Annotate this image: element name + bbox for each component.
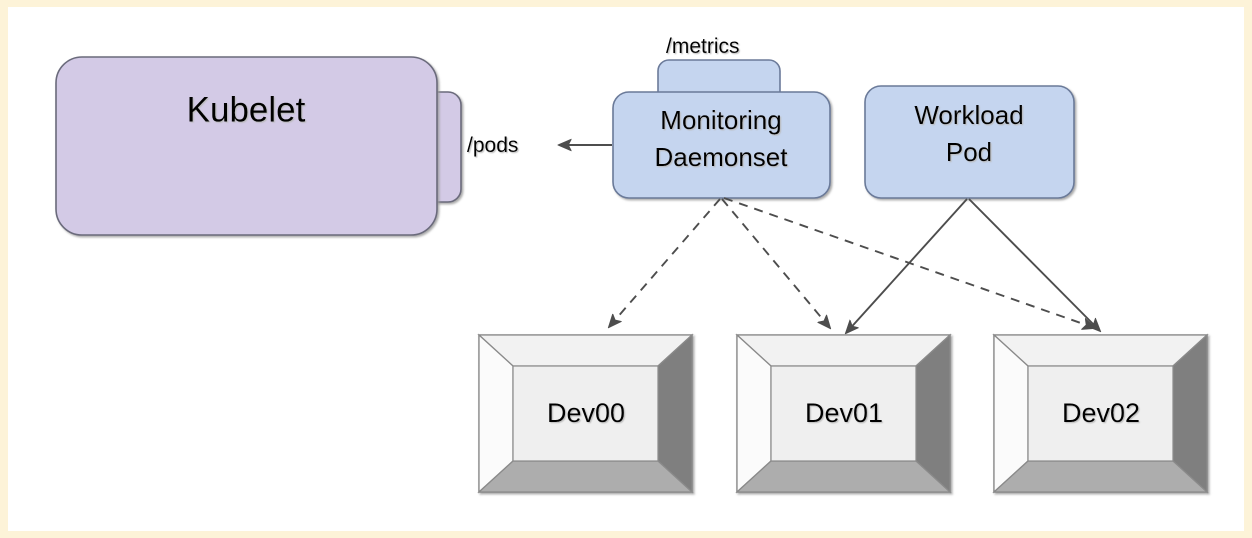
edge-workload-to-dev02: [968, 198, 1100, 331]
dev01-screen: [770, 365, 917, 462]
dev01-bevel-top: [735, 334, 952, 367]
edge-workload-to-dev01: [846, 198, 968, 333]
dev00-label: Dev00: [547, 398, 625, 428]
node-workload-pod[interactable]: Workload Pod: [864, 85, 1075, 199]
dev02-bevel-bottom: [992, 460, 1209, 493]
architecture-diagram: Kubelet /pods Monitoring Daemonset /metr…: [55, 35, 1209, 494]
pods-port-label: /pods: [467, 134, 518, 157]
dev02-label: Dev02: [1062, 398, 1140, 428]
node-kubelet[interactable]: Kubelet: [55, 56, 462, 236]
metrics-port-label: /metrics: [666, 35, 740, 58]
kubelet-body: [55, 56, 438, 236]
dev00-bevel-top: [477, 334, 694, 367]
dev02-screen: [1027, 365, 1174, 462]
node-monitoring-daemonset[interactable]: Monitoring Daemonset: [612, 59, 831, 199]
dev01-label: Dev01: [805, 398, 883, 428]
device-dev02[interactable]: Dev02: [992, 333, 1209, 494]
dev00-screen: [512, 365, 659, 462]
edge-daemonset-to-dev00: [609, 198, 721, 327]
dev00-bevel-bottom: [477, 460, 694, 493]
kubelet-label: Kubelet: [187, 90, 306, 129]
workload-pod-label-line1: Workload: [914, 100, 1023, 130]
dev01-bevel-bottom: [735, 460, 952, 493]
dev02-bevel-top: [992, 334, 1209, 367]
daemonset-label-line2: Daemonset: [655, 142, 789, 172]
daemonset-body: [612, 91, 831, 199]
daemonset-label-line1: Monitoring: [660, 105, 781, 135]
diagram-surface: Kubelet /pods Monitoring Daemonset /metr…: [8, 7, 1244, 531]
workload-pod-body: [864, 85, 1075, 199]
edge-daemonset-to-dev01: [721, 198, 830, 328]
device-dev00[interactable]: Dev00: [477, 333, 694, 494]
device-dev01[interactable]: Dev01: [735, 333, 952, 494]
workload-pod-label-line2: Pod: [946, 137, 992, 167]
